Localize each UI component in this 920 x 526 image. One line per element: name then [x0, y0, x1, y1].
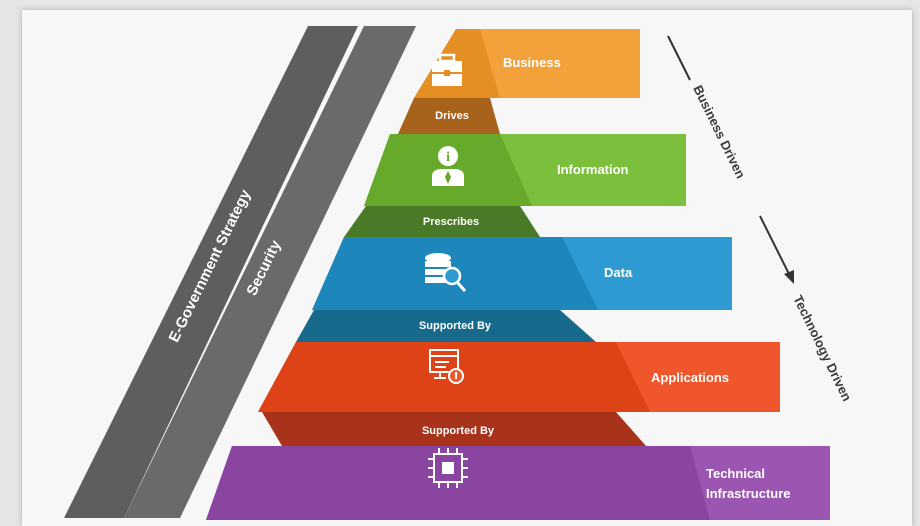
information-connector-label: Prescribes [423, 216, 479, 228]
info-person-icon: i [432, 146, 464, 186]
database-search-icon [425, 253, 467, 292]
application-window-icon [429, 349, 464, 384]
svg-text:i: i [446, 150, 450, 165]
applications-connector [262, 412, 646, 446]
axis-arrowhead [784, 270, 794, 284]
business-connector-label: Drives [435, 110, 469, 122]
data-connector-label: Supported By [419, 320, 492, 332]
information-label: Information [557, 162, 629, 177]
applications-label: Applications [651, 370, 729, 385]
business-driven-line [667, 35, 691, 81]
axis-arrow-line [759, 215, 791, 277]
strategy-pillar [64, 26, 358, 518]
briefcase-icon [432, 53, 462, 86]
infrastructure-label-line2: Infrastructure [706, 486, 791, 501]
data-connector [296, 310, 596, 342]
applications-connector-label: Supported By [422, 425, 495, 437]
technology-driven-label: Technology Driven [790, 293, 854, 404]
business-label: Business [503, 55, 561, 70]
information-connector [344, 206, 540, 237]
chip-icon [428, 448, 468, 488]
security-pillar [124, 26, 416, 518]
business-connector [398, 98, 500, 134]
data-label: Data [604, 265, 633, 280]
infrastructure-label-line1: Technical [706, 466, 765, 481]
business-driven-label: Business Driven [690, 83, 748, 181]
